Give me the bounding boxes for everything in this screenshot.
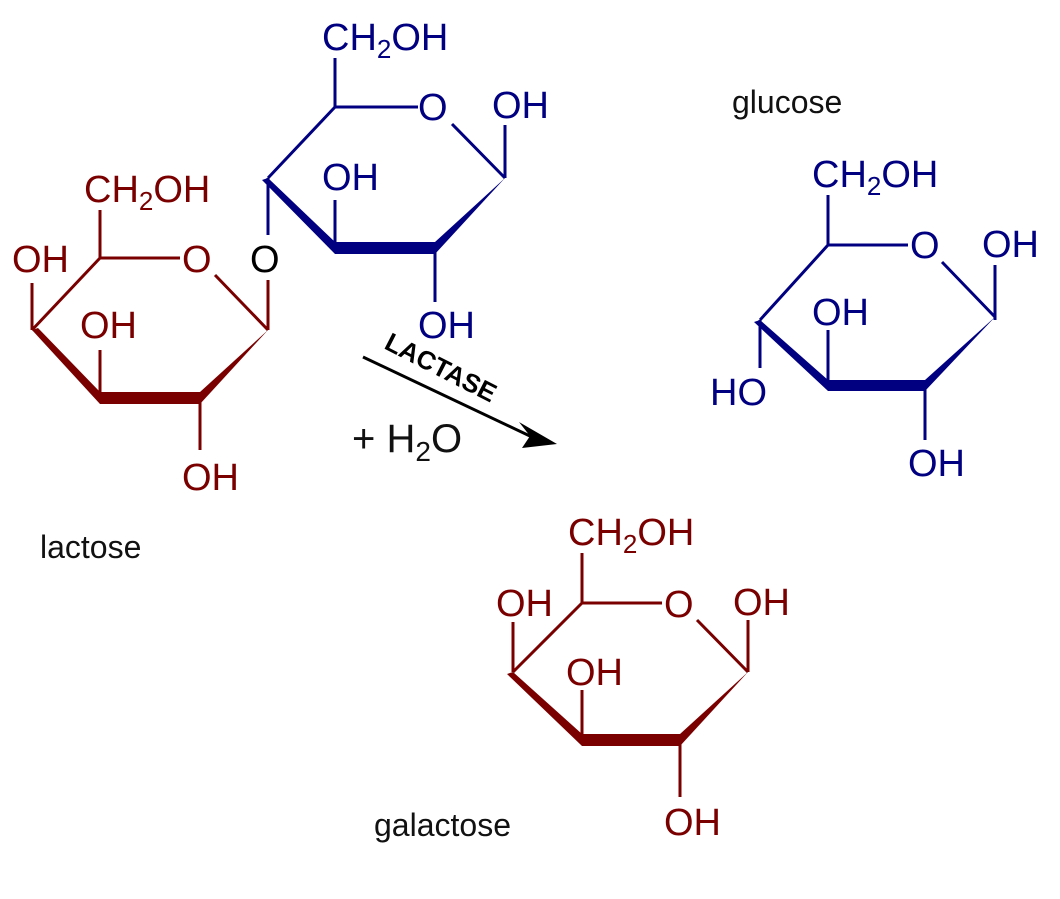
lactose-glucose-labels: CH2OH O OH OH OH bbox=[322, 17, 549, 347]
oh-label: OH bbox=[566, 652, 623, 694]
galactose-product-labels: CH2OH OH O OH OH OH bbox=[496, 512, 790, 844]
glucose-product-labels: CH2OH O OH OH HO OH bbox=[710, 154, 1039, 485]
ch2oh-label: CH2OH bbox=[84, 169, 210, 216]
oh-label: OH bbox=[418, 305, 475, 347]
oh-label: OH bbox=[733, 582, 790, 624]
ring-oxygen-label: O bbox=[182, 239, 212, 281]
ring-oxygen-label: O bbox=[910, 225, 940, 267]
oh-label: OH bbox=[492, 85, 549, 127]
oh-label: OH bbox=[182, 457, 239, 499]
ch2oh-label: CH2OH bbox=[568, 512, 694, 559]
lactose-name: lactose bbox=[40, 529, 141, 565]
galactose-product bbox=[507, 553, 750, 797]
lactose-galactose-labels: CH2OH OH O OH OH bbox=[12, 169, 239, 499]
oh-label: OH bbox=[664, 802, 721, 844]
oh-label: OH bbox=[12, 239, 69, 281]
ring-oxygen-label: O bbox=[418, 87, 448, 129]
ch2oh-label: CH2OH bbox=[812, 154, 938, 201]
oh-label: OH bbox=[982, 224, 1039, 266]
glucose-product bbox=[754, 195, 997, 440]
oh-label: OH bbox=[812, 292, 869, 334]
lactose-galactose-unit bbox=[30, 210, 270, 450]
oh-label: OH bbox=[908, 443, 965, 485]
oh-label: OH bbox=[322, 157, 379, 199]
oh-label: OH bbox=[496, 583, 553, 625]
water-reagent-label: + H2O bbox=[352, 417, 462, 467]
ch2oh-label: CH2OH bbox=[322, 17, 448, 64]
ring-oxygen-label: O bbox=[664, 584, 694, 626]
glycosidic-oxygen-label: O bbox=[250, 239, 280, 281]
galactose-name: galactose bbox=[374, 807, 511, 843]
reaction-arrow bbox=[362, 355, 557, 448]
ho-label: HO bbox=[710, 372, 767, 414]
lactose-glucose-unit bbox=[262, 58, 507, 302]
glucose-name: glucose bbox=[732, 84, 842, 120]
oh-label: OH bbox=[80, 305, 137, 347]
arrowhead-icon bbox=[519, 422, 557, 448]
